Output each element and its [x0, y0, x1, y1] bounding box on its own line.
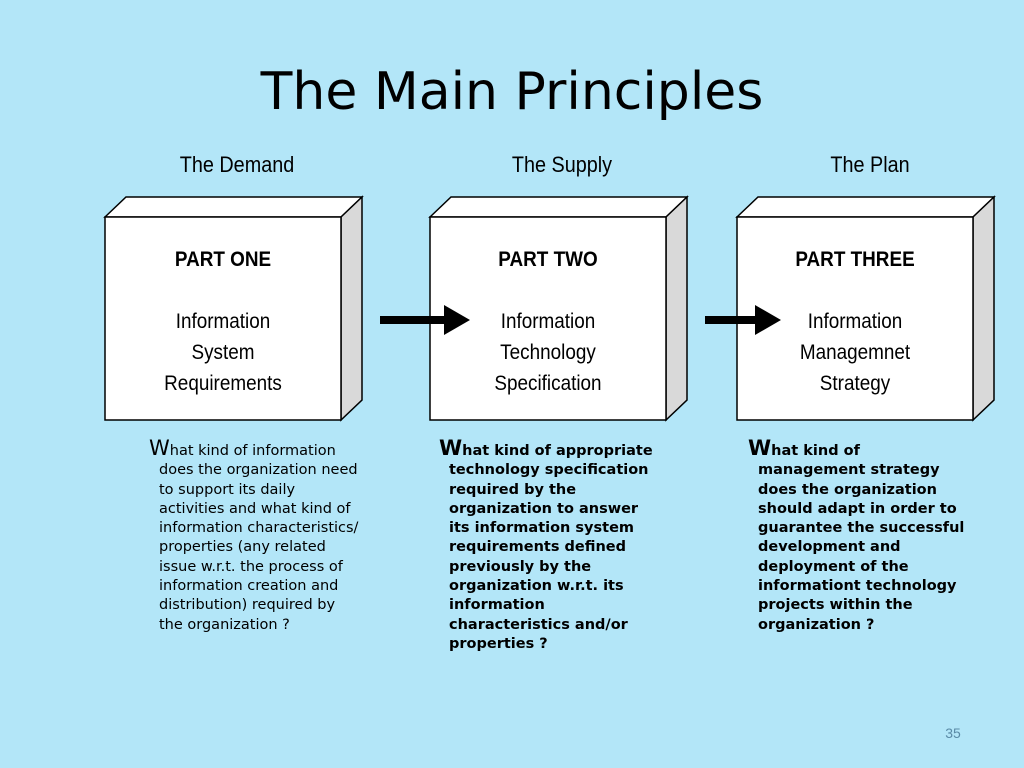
description-line: organization ?	[758, 616, 875, 633]
description-line: characteristics and/or	[449, 616, 628, 633]
description-plan: What kind of management strategy does th…	[748, 436, 998, 635]
column-label-plan: The Plan	[830, 152, 910, 177]
description-line: distribution) required by	[159, 597, 336, 614]
part-three-heading: PART THREE	[795, 248, 915, 271]
description-line: to support its daily	[159, 481, 296, 498]
column-label-demand: The Demand	[179, 152, 295, 177]
description-line: information characteristics/	[159, 520, 359, 537]
part-two-text: PART TWO Information Technology Specific…	[442, 244, 654, 399]
part-three-line: Information	[807, 310, 903, 333]
arrow-right-icon	[705, 305, 781, 335]
description-line: information	[449, 597, 545, 614]
description-line: information creation and	[159, 578, 339, 595]
description-line: hat kind of information	[169, 443, 336, 459]
description-line: does the organization need	[159, 462, 358, 479]
part-three-line: Managemnet	[799, 341, 911, 364]
description-line: does the organization	[758, 481, 937, 498]
description-line: projects within the	[758, 597, 913, 614]
drop-cap: W	[149, 436, 170, 460]
page-number: 35	[945, 725, 961, 741]
drop-cap: W	[439, 436, 463, 460]
part-two-line: Technology	[500, 341, 596, 364]
part-two-line: Information	[500, 310, 596, 333]
description-line: informationt technology	[758, 578, 957, 595]
part-one-box	[103, 195, 364, 422]
part-one-line: Requirements	[164, 372, 282, 395]
description-line: hat kind of	[771, 443, 860, 459]
description-line: activities and what kind of	[159, 500, 351, 517]
description-line: properties ?	[449, 635, 548, 652]
description-supply: What kind of appropriate technology spec…	[439, 436, 689, 654]
part-one-heading: PART ONE	[174, 248, 272, 271]
description-line: properties (any related	[159, 539, 326, 556]
drop-cap: W	[748, 436, 772, 460]
part-one-line: Information	[175, 310, 271, 333]
part-one-text: PART ONE Information System Requirements	[117, 244, 329, 399]
description-line: guarantee the successful	[758, 520, 965, 537]
description-demand: What kind of information does the organi…	[149, 436, 389, 635]
column-label-supply: The Supply	[511, 152, 613, 177]
part-two-line: Specification	[494, 372, 602, 395]
description-line: development and	[758, 539, 901, 556]
description-line: hat kind of appropriate	[462, 443, 653, 459]
description-line: deployment of the	[758, 558, 909, 575]
arrow-right-icon	[380, 305, 470, 335]
description-line: the organization ?	[159, 616, 290, 633]
description-line: requirements defined	[449, 539, 627, 556]
description-line: should adapt in order to	[758, 500, 957, 517]
description-line: organization w.r.t. its	[449, 578, 624, 595]
part-two-heading: PART TWO	[498, 248, 598, 271]
description-line: its information system	[449, 520, 635, 537]
description-line: required by the	[449, 481, 577, 498]
description-line: organization to answer	[449, 500, 639, 517]
description-line: previously by the	[449, 558, 592, 575]
part-three-text: PART THREE Information Managemnet Strate…	[749, 244, 961, 399]
description-line: technology specification	[449, 462, 649, 479]
slide-title: The Main Principles	[260, 62, 764, 122]
part-one-line: System	[191, 341, 255, 364]
description-line: issue w.r.t. the process of	[159, 558, 343, 575]
part-two-box	[428, 195, 689, 422]
description-line: management strategy	[758, 462, 940, 479]
part-three-line: Strategy	[819, 372, 891, 395]
